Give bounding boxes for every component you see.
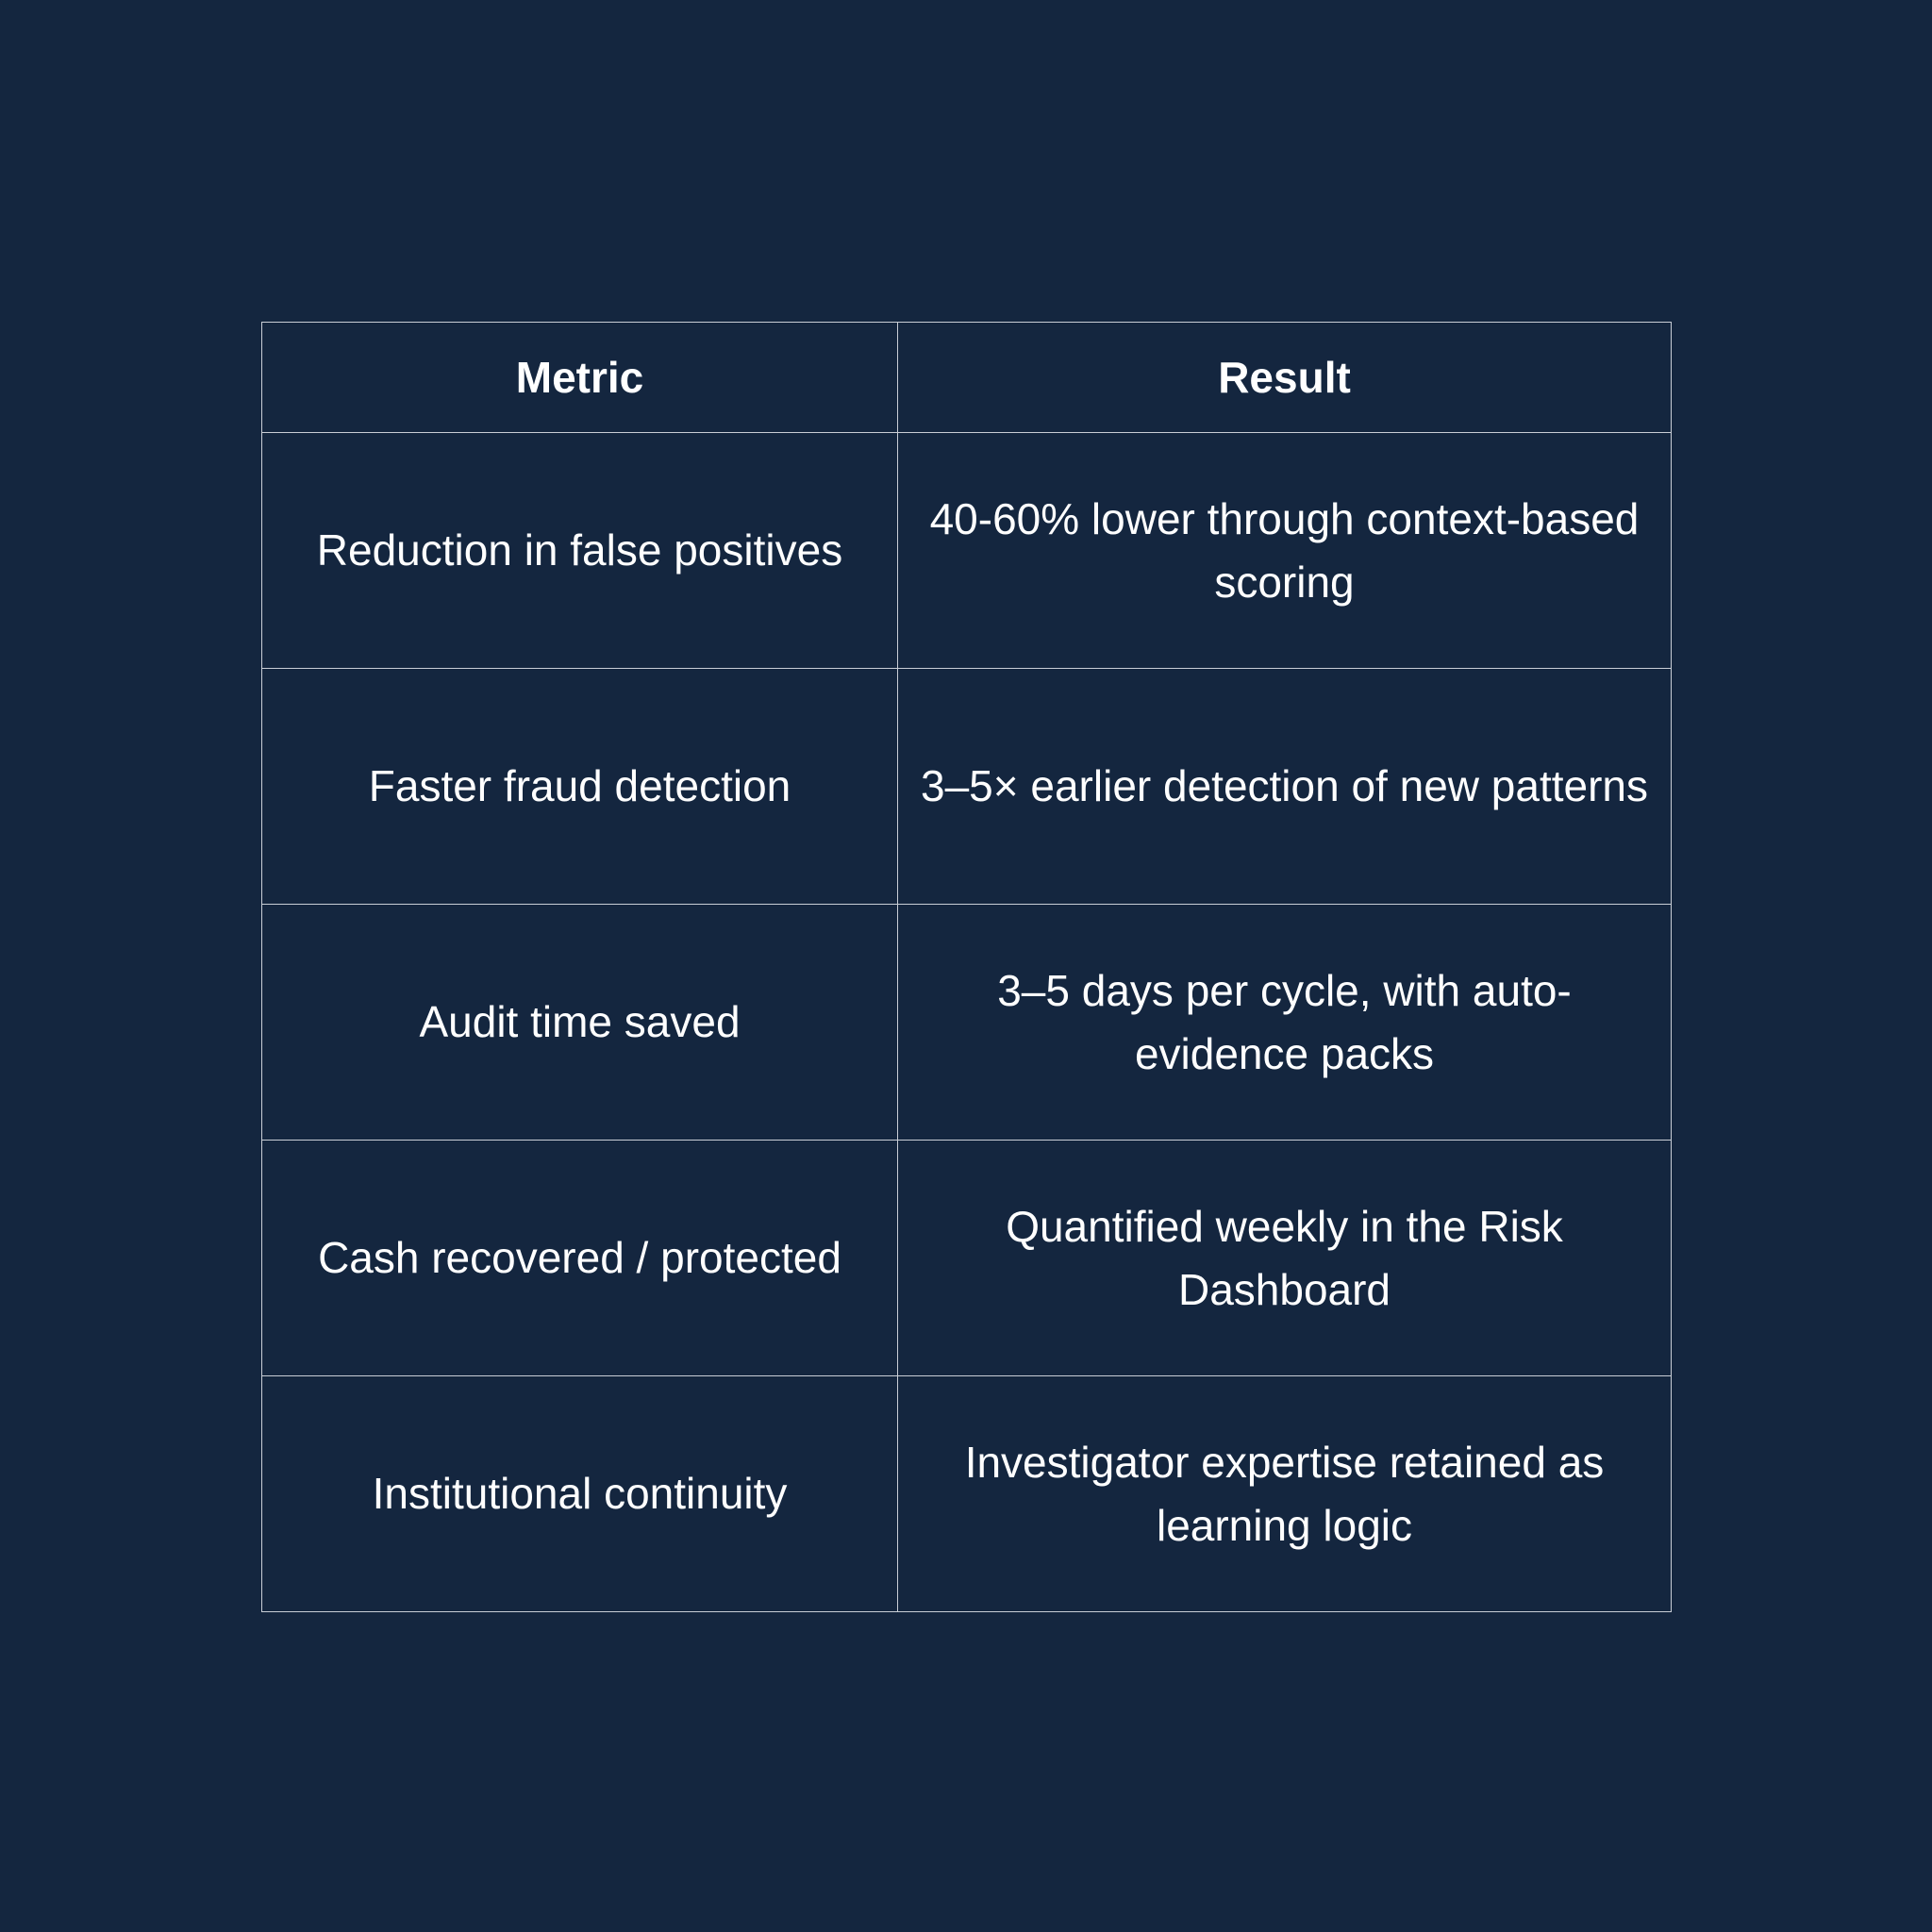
metrics-table-container: Metric Result Reduction in false positiv…	[261, 322, 1672, 1612]
metric-cell: Faster fraud detection	[261, 668, 898, 905]
table-row: Faster fraud detection 3–5× earlier dete…	[261, 668, 1672, 905]
result-cell: 3–5× earlier detection of new patterns	[897, 668, 1672, 905]
metric-cell: Reduction in false positives	[261, 432, 898, 669]
result-cell: Quantified weekly in the Risk Dashboard	[897, 1140, 1672, 1376]
table-header-row: Metric Result	[261, 322, 1672, 433]
metric-cell: Cash recovered / protected	[261, 1140, 898, 1376]
header-metric: Metric	[261, 322, 898, 433]
result-cell: 40-60% lower through context-based scori…	[897, 432, 1672, 669]
table-row: Reduction in false positives 40-60% lowe…	[261, 432, 1672, 669]
table-row: Institutional continuity Investigator ex…	[261, 1375, 1672, 1612]
header-result: Result	[897, 322, 1672, 433]
metrics-table: Metric Result Reduction in false positiv…	[261, 322, 1672, 1612]
metric-cell: Audit time saved	[261, 904, 898, 1141]
result-cell: 3–5 days per cycle, with auto-evidence p…	[897, 904, 1672, 1141]
table-row: Cash recovered / protected Quantified we…	[261, 1140, 1672, 1376]
table-row: Audit time saved 3–5 days per cycle, wit…	[261, 904, 1672, 1141]
metric-cell: Institutional continuity	[261, 1375, 898, 1612]
result-cell: Investigator expertise retained as learn…	[897, 1375, 1672, 1612]
